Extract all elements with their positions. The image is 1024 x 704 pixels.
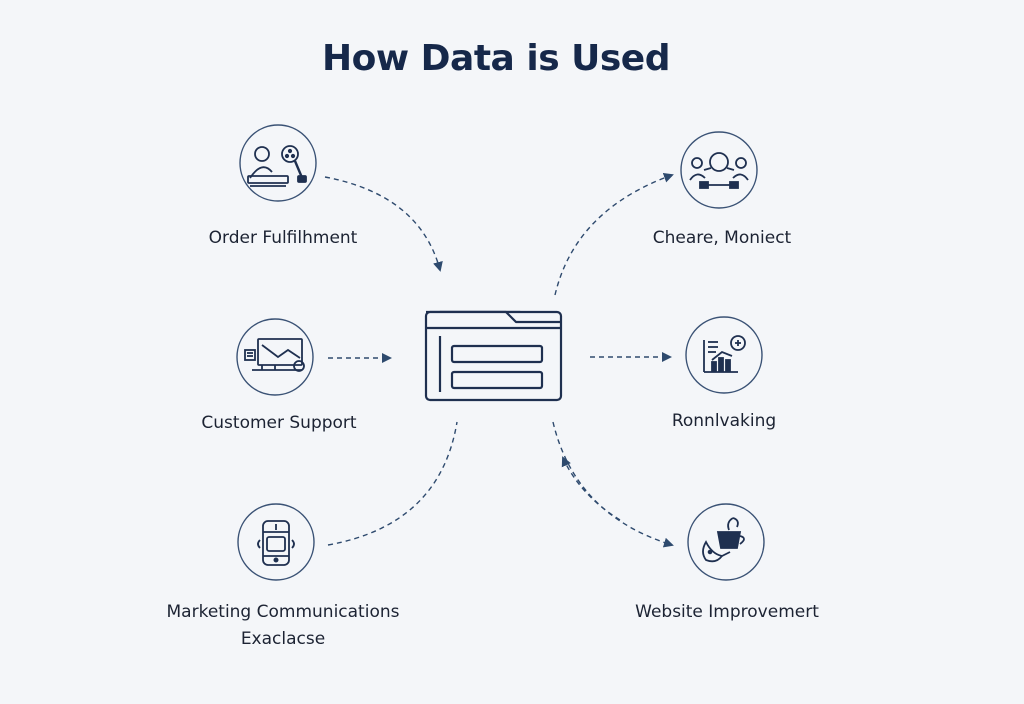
node-marketing-communications-icon [237,503,315,581]
coffee-plant-icon [702,517,745,563]
browser-database-icon [424,310,563,402]
cheare-moniect-label: Cheare, Moniect [652,228,792,248]
label-customer-support: Customer Support [149,410,409,437]
people-network-icon [689,152,749,189]
marketing-communications-sublabel: Exaclacse [240,629,326,649]
mobile-phone-icon [257,520,295,566]
arrow-center-to-website [552,421,674,548]
label-cheare-moniect: Cheare, Moniect [592,225,852,252]
monitor-chart-icon [244,338,305,372]
label-website-improvement: Website Improvemert [597,599,857,626]
arrow-marketing-to-center [327,421,458,546]
page-title: How Data is Used [321,38,671,79]
label-ronnlvaking: Ronnlvaking [594,408,854,435]
node-order-fulfillment-icon [239,124,317,202]
label-marketing-communications: Marketing Communications Exaclacse [153,599,413,653]
arrow-order-to-center [324,176,443,272]
chart-analytics-icon [703,335,746,373]
node-ronnlvaking-icon [685,316,763,394]
user-search-icon [247,145,307,187]
customer-support-label: Customer Support [201,413,357,433]
label-order-fulfillment: Order Fulfilhment [153,225,413,252]
node-cheare-moniect-icon [680,131,758,209]
marketing-communications-label: Marketing Communications [166,602,400,622]
node-website-improvement-icon [687,503,765,581]
node-customer-support-icon [236,318,314,396]
arrow-center-to-cheare [554,173,674,296]
arrow-website-to-center [561,456,621,521]
website-improvement-label: Website Improvemert [635,602,819,622]
ronnlvaking-label: Ronnlvaking [671,411,777,431]
order-fulfillment-label: Order Fulfilhment [208,228,358,248]
